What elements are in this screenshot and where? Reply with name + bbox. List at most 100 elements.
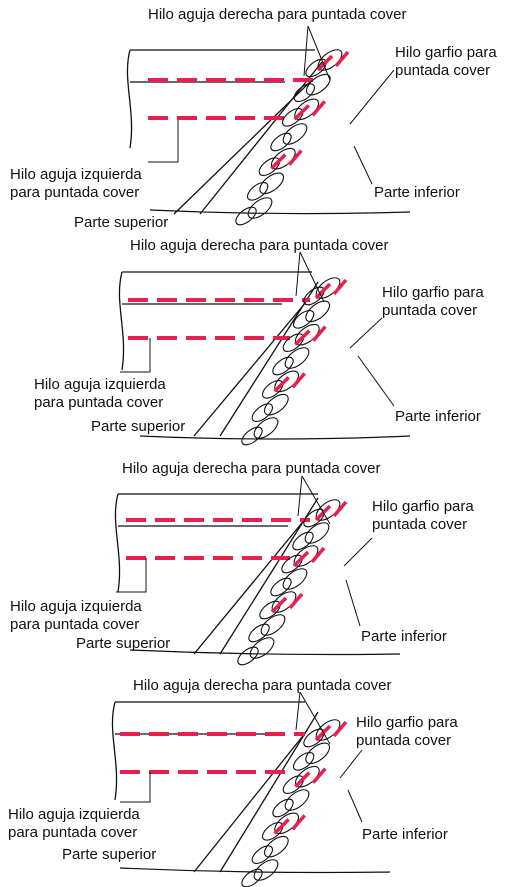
right-needle-thread-label: Hilo aguja derecha para puntada cover	[122, 460, 381, 477]
leader-line	[295, 251, 301, 297]
hook-thread-loop	[270, 132, 292, 152]
hook-thread-loop	[247, 197, 273, 219]
hook-thread-loop	[305, 742, 331, 765]
needle-thread-penetration	[294, 329, 311, 346]
hook-thread-loop	[237, 646, 259, 666]
leader-line	[299, 251, 325, 303]
fold-line	[193, 731, 307, 873]
hook-thread-loop	[282, 123, 308, 145]
needle-thread-penetration	[314, 724, 332, 742]
hook-thread-loop	[241, 868, 263, 887]
hook-thread-loop	[249, 637, 275, 659]
fold-line	[193, 517, 307, 655]
leader-line	[148, 120, 179, 163]
fabric-edge	[111, 701, 305, 801]
hook-thread-label: Hilo garfio para puntada cover	[372, 498, 474, 533]
hook-thread-loop	[282, 775, 305, 794]
needle-thread-penetration	[311, 100, 326, 117]
hook-thread-loop	[272, 798, 294, 818]
hook-thread-loop	[282, 568, 308, 590]
needle-thread-penetration	[291, 372, 306, 389]
hook-thread-loop	[261, 822, 284, 841]
hook-thread-loop	[292, 531, 314, 551]
needle-thread-penetration	[312, 325, 327, 342]
hook-thread-loop	[263, 835, 289, 858]
leader-line	[343, 537, 373, 567]
needle-thread-penetration	[334, 50, 350, 68]
hook-thread-loop	[305, 300, 331, 323]
needle-thread-penetration	[314, 282, 332, 300]
needle-thread-penetration	[332, 278, 348, 296]
hook-thread-loop	[251, 403, 274, 422]
leader-line	[339, 749, 363, 779]
leader-line	[357, 355, 395, 407]
hook-thread-label: Hilo garfio para puntada cover	[356, 714, 458, 749]
hook-thread-loop	[305, 73, 331, 96]
stitch-illustration	[126, 25, 411, 226]
left-needle-thread-label: Hilo aguja izquierda para puntada cover	[8, 806, 140, 841]
fabric-edge	[118, 271, 312, 371]
hook-thread-loop	[258, 157, 281, 176]
bottom-side-label: Parte inferior	[361, 628, 447, 645]
leader-line	[120, 338, 151, 373]
fabric-bottom-edge	[139, 435, 411, 440]
left-needle-thread-label: Hilo aguja izquierda para puntada cover	[34, 376, 166, 411]
leader-line	[120, 772, 151, 803]
needle-thread-penetration	[316, 54, 334, 72]
left-needle-thread-label: Hilo aguja izquierda para puntada cover	[10, 166, 142, 201]
needle-thread-penetration	[294, 771, 311, 788]
top-side-label: Parte superior	[91, 418, 186, 435]
hook-thread-loop	[248, 623, 270, 643]
bottom-side-label: Parte inferior	[362, 826, 448, 843]
hook-thread-loop	[253, 417, 279, 439]
hook-thread-loop	[284, 789, 310, 811]
needle-thread-penetration	[332, 500, 348, 518]
stitch-illustration	[118, 251, 411, 446]
hook-thread-loop	[261, 380, 284, 399]
hook-thread-loop	[293, 83, 316, 102]
hook-thread-loop	[304, 522, 330, 544]
top-side-label: Parte superior	[62, 846, 157, 863]
hook-thread-loop	[235, 206, 257, 226]
needle-thread-penetration	[288, 149, 303, 166]
hook-thread-loop	[292, 310, 315, 329]
diagram-panel-3: Hilo aguja derecha para puntada cover Hi…	[0, 454, 529, 669]
hook-thread-loop	[272, 356, 294, 376]
leader-line	[347, 789, 363, 823]
bottom-side-label: Parte inferior	[374, 184, 460, 201]
needle-thread-penetration	[292, 550, 310, 568]
left-needle-thread-label: Hilo aguja izquierda para puntada cover	[10, 598, 142, 633]
top-side-label: Parte superior	[76, 635, 171, 652]
fold-line	[193, 301, 307, 437]
hook-thread-loop	[259, 172, 285, 195]
needle-thread-penetration	[291, 814, 306, 831]
leader-line	[349, 69, 395, 125]
hook-thread-loop	[284, 347, 310, 369]
hook-thread-loop	[260, 614, 286, 636]
needle-thread-penetration	[332, 720, 348, 738]
fabric-edge	[114, 493, 318, 593]
top-side-label: Parte superior	[74, 214, 169, 231]
fold-line	[199, 61, 323, 215]
leader-line	[297, 475, 303, 517]
needle-thread-penetration	[270, 596, 288, 614]
leader-line	[307, 25, 331, 81]
right-needle-thread-label: Hilo aguja derecha para puntada cover	[130, 237, 389, 254]
needle-thread-penetration	[273, 818, 290, 835]
leader-line	[116, 558, 147, 593]
hook-thread-loop	[303, 728, 325, 748]
needle-thread-penetration	[293, 104, 310, 121]
right-needle-thread-label: Hilo aguja derecha para puntada cover	[133, 677, 392, 694]
leader-line	[303, 25, 309, 77]
bottom-side-label: Parte inferior	[395, 408, 481, 425]
diagram-panel-2: Hilo aguja derecha para puntada cover Hi…	[0, 230, 529, 446]
hook-thread-loop	[263, 393, 289, 416]
leader-line	[353, 145, 373, 185]
leader-line	[295, 691, 301, 731]
hook-thread-loop	[251, 845, 274, 864]
diagram-panel-1: Hilo aguja derecha para puntada cover Hi…	[0, 0, 529, 231]
needle-thread-penetration	[312, 767, 327, 784]
leader-line	[299, 691, 331, 745]
right-needle-thread-label: Hilo aguja derecha para puntada cover	[148, 6, 407, 23]
needle-thread-penetration	[314, 504, 332, 522]
